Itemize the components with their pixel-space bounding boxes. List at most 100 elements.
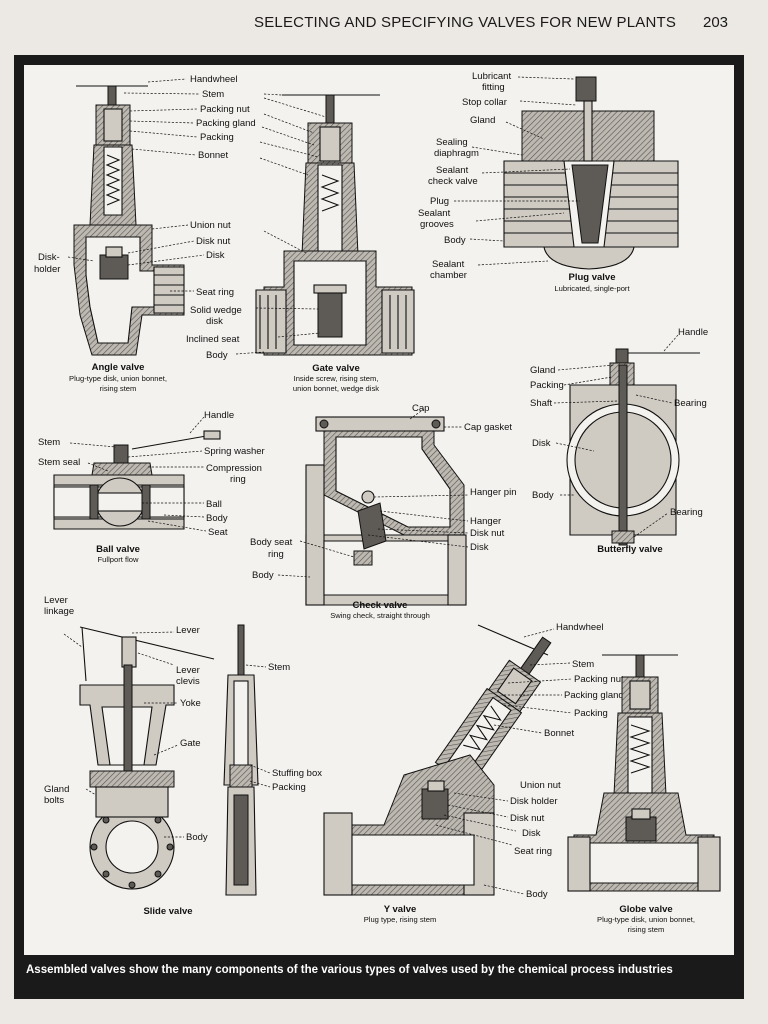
running-header: SELECTING AND SPECIFYING VALVES FOR NEW … [0,14,768,40]
label-spring-washer: Spring washer [204,446,265,457]
y-valve-leaders [435,628,573,895]
label-packing-gland: Packing gland [196,118,256,129]
label-check-disk-nut: Disk nut [470,528,505,539]
check-valve-name: Check valve [353,600,408,611]
label-disk-holder-2: holder [34,264,60,275]
label-plug: Plug [430,196,449,207]
label-butterfly-handle: Handle [678,327,708,338]
label-lever-linkage-1: Lever [44,595,68,606]
label-union-nut: Union nut [190,220,231,231]
label-ring: ring [230,474,246,485]
gate-valve-sub1: Inside screw, rising stem, [294,374,379,383]
angle-valve-leaders [67,78,205,292]
label-y-packing: Packing [574,708,608,719]
gate-valve-drawing [255,94,415,356]
label-y-disk: Disk [522,828,541,839]
gate-valve-name: Gate valve [312,363,360,374]
label-sealant-1: Sealant [436,165,469,176]
label-compression: Compression [206,463,262,474]
label-stop-collar: Stop collar [462,97,507,108]
label-y-bonnet: Bonnet [544,728,574,739]
page-number: 203 [703,14,729,31]
gate-valve-leaders [235,93,327,355]
label-hanger-pin: Hanger pin [470,487,516,498]
y-valve-sub1: Plug type, rising stem [364,915,437,924]
label-y-packing-gland: Packing gland [564,690,624,701]
y-valve-drawing [323,624,552,896]
label-lever-linkage-2: linkage [44,606,74,617]
check-valve-labels: Cap Cap gasket Hanger pin Hanger Disk nu… [250,403,516,620]
label-stem: Stem [202,89,224,100]
label-plug-body: Body [444,235,466,246]
label-diaphragm: diaphragm [434,148,479,159]
butterfly-valve-drawing [566,348,700,546]
gate-valve-sub2: union bonnet, wedge disk [293,384,379,393]
ball-valve-drawing [53,430,221,530]
check-valve-sub1: Swing check, straight through [330,611,430,620]
label-y-seat-ring: Seat ring [514,846,552,857]
ball-valve-leaders [69,416,207,532]
label-handle: Handle [204,410,234,421]
label-cap-gasket: Cap gasket [464,422,512,433]
label-hanger: Hanger [470,516,501,527]
gate-valve-labels: Solid wedge disk Inclined seat Body Gate… [186,305,379,393]
label-bearing-bottom: Bearing [670,507,703,518]
label-butterfly-gland: Gland [530,365,555,376]
y-valve-labels: Handwheel Stem Packing nut Packing gland… [364,622,624,924]
angle-valve-labels: Handwheel Stem Packing nut Packing gland… [34,74,256,298]
label-gland-bolts-2: bolts [44,795,64,806]
label-butterfly-body: Body [532,490,554,501]
label-plug-gland: Gland [470,115,495,126]
label-butterfly-packing: Packing [530,380,564,391]
label-y-handwheel: Handwheel [556,622,604,633]
label-bonnet: Bonnet [198,150,228,161]
label-solid-wedge: Solid wedge [190,305,242,316]
label-lever-clevis-2: clevis [176,676,200,687]
label-packing-nut: Packing nut [200,104,250,115]
check-valve-drawing [305,416,467,606]
figure-panel: Handwheel Stem Packing nut Packing gland… [24,65,734,955]
label-disk-wedge: disk [206,316,223,327]
angle-valve-sub1: Plug-type disk, union bonnet, [69,374,167,383]
label-body-seat-ring: ring [268,549,284,560]
label-handwheel: Handwheel [190,74,238,85]
label-seat: Seat [208,527,228,538]
label-y-disk-nut: Disk nut [510,813,545,824]
label-disk-nut: Disk nut [196,236,231,247]
label-slide-body: Body [186,832,208,843]
label-y-packing-nut: Packing nut [574,674,624,685]
label-y-disk-holder: Disk holder [510,796,558,807]
globe-valve-drawing [567,654,721,892]
figure-caption: Assembled valves show the many component… [26,964,673,976]
plug-valve-drawing [503,76,679,270]
globe-valve-name: Globe valve [619,904,672,915]
label-sealant-3: Sealant [432,259,465,270]
label-stuffing-box: Stuffing box [272,768,322,779]
figure-frame: Handwheel Stem Packing nut Packing gland… [14,55,744,999]
label-y-stem: Stem [572,659,594,670]
label-lever-clevis-1: Lever [176,665,200,676]
label-ball: Ball [206,499,222,510]
angle-valve-name: Angle valve [92,362,145,373]
ball-valve-sub1: Fullport flow [98,555,139,564]
globe-valve-title: Globe valve Plug-type disk, union bonnet… [597,904,695,934]
running-title: SELECTING AND SPECIFYING VALVES FOR NEW … [254,14,677,31]
label-disk: Disk [206,250,225,261]
butterfly-valve-labels: Handle Gland Packing Shaft Bearing Disk … [530,327,708,555]
ball-valve-labels: Handle Stem Stem seal Spring washer Comp… [38,410,265,564]
slide-valve-drawing [79,624,259,896]
label-yoke: Yoke [180,698,201,709]
label-check-disk: Disk [470,542,489,553]
ball-valve-name: Ball valve [96,544,140,555]
label-shaft: Shaft [530,398,553,409]
label-bearing-top: Bearing [674,398,707,409]
y-valve-name: Y valve [384,904,417,915]
label-chamber: chamber [430,270,467,281]
label-body-seat: Body seat [250,537,293,548]
angle-valve-sub2: rising stem [100,384,137,393]
label-gland-bolts-1: Gland [44,784,69,795]
label-y-union-nut: Union nut [520,780,561,791]
label-check-body: Body [252,570,274,581]
label-inclined-seat: Inclined seat [186,334,240,345]
label-butterfly-disk: Disk [532,438,551,449]
